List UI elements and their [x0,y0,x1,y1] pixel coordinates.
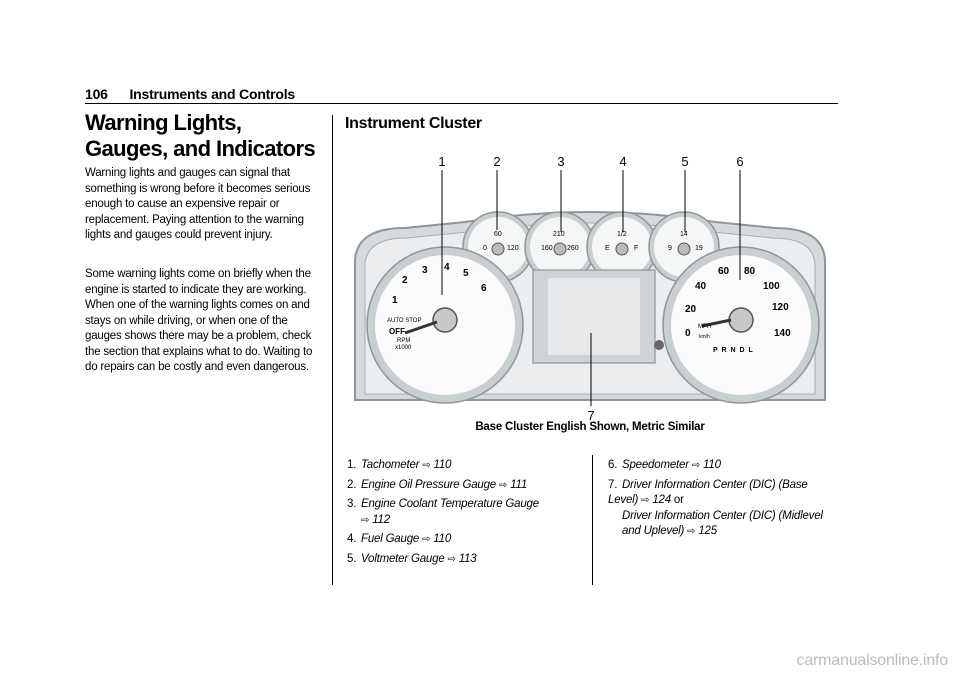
callout-3: 3 [557,154,564,169]
speed-tick-40: 40 [695,281,707,292]
rpm-multiplier-label: x1000 [395,345,412,351]
intro-paragraph: Warning lights and gauges can signal tha… [85,167,311,241]
speed-tick-80: 80 [744,266,756,277]
list-item: 7.Driver Information Center (DIC) (Base … [608,478,823,538]
page-ref-link[interactable]: 110 [433,459,452,471]
volt-tick-high: 19 [695,245,703,252]
instrument-cluster-illustration: 0 60 120 160 210 260 E 1/2 F 9 14 19 1 2… [345,150,835,423]
gauge-list-right: 6.Speedometer ⇨ 110 7.Driver Information… [608,458,838,544]
speed-tick-60: 60 [718,266,730,277]
page-ref-link[interactable]: 111 [510,478,528,491]
gauge-list-left: 1.Tachometer ⇨ 110 2.Engine Oil Pressure… [347,458,577,571]
section-title: Instruments and Controls [129,86,296,102]
rpm-label: RPM [397,338,410,344]
speed-tick-100: 100 [763,281,780,292]
tach-tick-3: 3 [422,265,428,276]
speed-tick-140: 140 [774,328,791,339]
tachometer-gauge: 1 2 3 4 5 6 AUTO STOP OFF RPM x1000 [366,246,524,404]
fuel-gauge: E 1/2 F [586,211,658,283]
speed-tick-20: 20 [685,304,697,315]
coolant-tick-high: 260 [567,245,579,252]
callout-1: 1 [438,154,445,169]
fuel-tick-empty: E [605,245,610,252]
warning-lights-heading: Warning Lights, Gauges, and Indicators [85,110,316,161]
list-item: 6.Speedometer ⇨ 110 [608,459,721,471]
page-number: 106 [85,86,108,102]
auto-stop-off-label: OFF [389,327,405,336]
coolant-tick-low: 160 [541,245,553,252]
oil-tick-high: 120 [507,245,519,252]
oil-tick-low: 0 [483,245,487,252]
tach-tick-4: 4 [444,262,450,273]
trip-reset-stem [654,340,664,350]
oil-tick-mid: 60 [494,231,502,238]
header-rule [85,103,838,104]
tach-tick-6: 6 [481,283,487,294]
coolant-temp-gauge: 160 210 260 [524,211,596,283]
list-item: 5.Voltmeter Gauge ⇨ 113 [347,552,477,565]
auto-stop-label: AUTO STOP [387,318,421,324]
callout-2: 2 [493,154,500,169]
figure-caption: Base Cluster English Shown, Metric Simil… [475,421,705,433]
prndl-indicator: P R N D L [713,347,754,354]
speedometer-gauge: 0 20 40 60 80 100 120 140 MPH km/h P R N… [662,246,820,404]
speed-tick-0: 0 [685,328,691,339]
page-header: 106 Instruments and Controls [85,86,295,102]
list-item: 4.Fuel Gauge ⇨ 110 [347,533,452,545]
fuel-tick-half: 1/2 [617,231,627,238]
list-divider [592,455,593,585]
tach-tick-5: 5 [463,268,469,279]
speed-tick-120: 120 [772,302,789,313]
mph-label: MPH [698,324,711,330]
callout-6: 6 [736,154,743,169]
coolant-tick-mid: 210 [553,231,565,238]
page-ref-link[interactable]: 110 [433,533,452,545]
tach-tick-1: 1 [392,295,398,306]
page-ref-link[interactable]: 113 [458,552,477,565]
instrument-cluster-heading: Instrument Cluster [345,115,482,132]
fuel-tick-full: F [634,245,638,252]
list-item: 1.Tachometer ⇨ 110 [347,459,452,471]
callout-4: 4 [619,154,626,169]
volt-tick-low: 9 [668,245,672,252]
volt-tick-mid: 14 [680,231,688,238]
page-ref-link[interactable]: 112 [372,513,390,526]
tach-tick-2: 2 [402,275,408,286]
column-divider [332,115,333,585]
warning-paragraph: Some warning lights come on briefly when… [85,268,313,373]
list-item: 2.Engine Oil Pressure Gauge ⇨ 111 [347,478,528,491]
page-ref-link[interactable]: 110 [703,459,721,471]
callout-7: 7 [587,408,594,422]
page-ref-link[interactable]: 125 [698,525,717,537]
page-ref-link[interactable]: 124 [652,494,671,506]
list-item: 3.Engine Coolant Temperature Gauge ⇨ 112 [347,498,539,526]
watermark: carmanualsonline.info [796,652,949,669]
kmh-label: km/h [699,334,710,340]
callout-5: 5 [681,154,688,169]
